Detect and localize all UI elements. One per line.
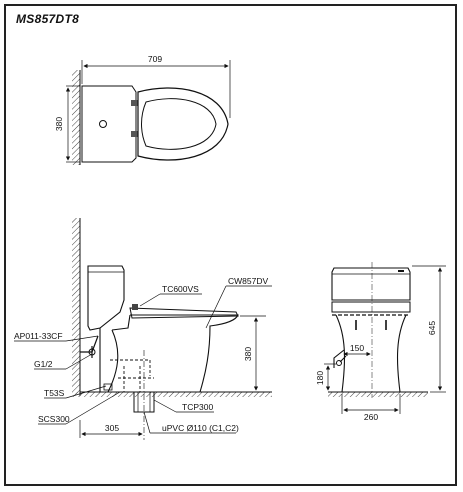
dim-380-height-label: 380 [243,347,253,361]
model-title: MS857DT8 [16,12,80,26]
label-bowl: CW857DV [228,276,268,286]
label-pipe: uPVC Ø110 (C1,C2) [162,423,239,433]
label-flush-valve: AP011-33CF [14,331,63,341]
plan-hinge-top [131,100,138,106]
plan-flush-button [99,120,107,128]
side-bowl [99,314,239,393]
dim-709-label: 709 [148,54,162,64]
dim-645-label: 645 [427,321,437,335]
dim-180-label: 180 [315,371,325,385]
plan-hinge-bottom [131,131,138,137]
drawing-frame [4,4,457,486]
label-t53s: T53S [44,388,65,398]
side-view: 305 380 TC600VS CW857DV AP011-33CF G1/2 … [14,218,272,440]
plan-wall-hatch [72,70,80,165]
side-seat [129,307,239,319]
label-supply-thread: G1/2 [34,359,53,369]
side-waste-hidden [110,359,154,392]
front-tank [331,267,411,301]
front-floor-hatch [328,392,428,397]
side-floor-hatch [72,392,272,397]
dim-305-label: 305 [105,423,119,433]
side-wall-hatch [72,218,80,396]
plan-tank [81,85,137,163]
side-supply [80,335,99,358]
side-seat-hinge [132,304,138,310]
plan-seat-outline [137,87,229,161]
label-flange: TCP300 [182,402,213,412]
dim-380-plan-label: 380 [54,117,64,131]
dim-260-label: 260 [364,412,378,422]
front-bowl [335,314,407,393]
front-seat [331,301,411,313]
plan-bowl-inner [141,98,217,150]
plan-view: 709 380 [54,54,231,165]
label-scs300: SCS300 [38,414,70,424]
label-seat: TC600VS [162,284,199,294]
front-view: 645 150 180 260 [315,262,446,422]
side-tank [87,265,125,331]
dim-150-label: 150 [350,343,364,353]
